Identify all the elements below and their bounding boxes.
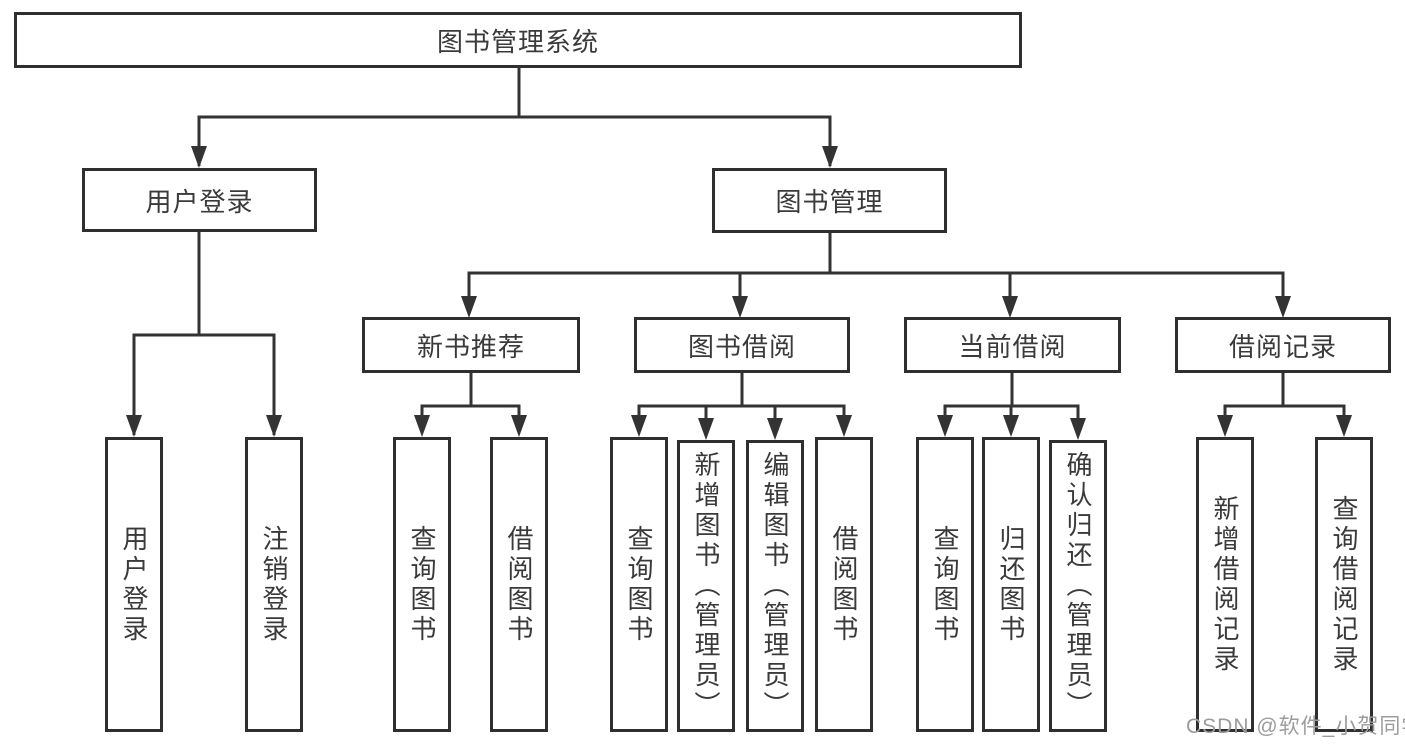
leaf-add-borrow-record: 新增借阅记录 [1196, 437, 1254, 732]
arrowhead [836, 415, 852, 437]
connector-record-to-leaves [1223, 373, 1346, 433]
leaf-return-book: 归还图书 [982, 437, 1040, 732]
leaf-query-book-1: 查询图书 [393, 437, 451, 732]
arrowhead [461, 296, 477, 318]
connector-root-to-level2 [197, 68, 832, 166]
leaf-borrow-book-1: 借阅图书 [490, 437, 548, 732]
arrowhead [511, 415, 527, 437]
leaf-label: 借阅图书 [829, 524, 859, 645]
leaf-label: 用户登录 [119, 524, 149, 645]
arrowhead [822, 146, 838, 168]
node-new-book-recommend: 新书推荐 [362, 317, 580, 373]
arrowhead [631, 415, 647, 437]
leaf-label: 查询借阅记录 [1329, 494, 1359, 675]
leaf-edit-book-admin: 编辑图书（管理员） [746, 440, 804, 732]
leaf-query-book-3: 查询图书 [916, 437, 974, 732]
leaf-query-borrow-record: 查询借阅记录 [1315, 437, 1373, 732]
node-user-login: 用户登录 [82, 168, 317, 232]
node-library-management-system: 图书管理系统 [14, 12, 1022, 68]
arrowhead [937, 415, 953, 437]
arrowhead [414, 415, 430, 437]
leaf-label: 编辑图书（管理员） [760, 451, 790, 721]
leaf-label: 新增图书（管理员） [691, 451, 721, 721]
arrowhead [1217, 415, 1233, 437]
arrowhead [1002, 296, 1018, 318]
leaf-user-login: 用户登录 [105, 437, 163, 732]
arrowhead [1275, 296, 1291, 318]
connector-newbook-to-leaves [420, 373, 521, 433]
arrowhead [1336, 415, 1352, 437]
leaf-add-book-admin: 新增图书（管理员） [677, 440, 735, 732]
leaf-label: 归还图书 [996, 524, 1026, 645]
connector-bookmgmt-to-level3 [467, 233, 1285, 314]
node-current-borrow: 当前借阅 [904, 317, 1121, 373]
connector-userlogin-to-leaves [132, 232, 276, 435]
node-book-borrow: 图书借阅 [634, 317, 850, 373]
leaf-label: 借阅图书 [504, 524, 534, 645]
leaf-label: 确认归还（管理员） [1063, 451, 1093, 721]
leaf-label: 注销登录 [259, 524, 289, 645]
arrowheads [126, 146, 1352, 440]
node-borrow-record: 借阅记录 [1175, 317, 1391, 373]
leaf-label: 新增借阅记录 [1210, 494, 1240, 675]
arrowhead [191, 146, 207, 168]
arrowhead [126, 415, 142, 437]
leaf-confirm-return-admin: 确认归还（管理员） [1049, 440, 1107, 732]
leaf-query-book-2: 查询图书 [610, 437, 668, 732]
arrowhead [1070, 418, 1086, 440]
connector-borrow-to-leaves [637, 373, 846, 436]
csdn-watermark: CSDN @软件_小贺同学 [1186, 715, 1405, 738]
leaf-borrow-book-2: 借阅图书 [815, 437, 873, 732]
arrowhead [732, 296, 748, 318]
node-book-management: 图书管理 [712, 168, 947, 233]
leaf-label: 查询图书 [624, 524, 654, 645]
arrowhead [1003, 415, 1019, 437]
arrowhead [767, 418, 783, 440]
leaf-logout: 注销登录 [245, 437, 303, 732]
leaf-label: 查询图书 [930, 524, 960, 645]
arrowhead [266, 415, 282, 437]
arrowhead [698, 418, 714, 440]
leaf-label: 查询图书 [407, 524, 437, 645]
